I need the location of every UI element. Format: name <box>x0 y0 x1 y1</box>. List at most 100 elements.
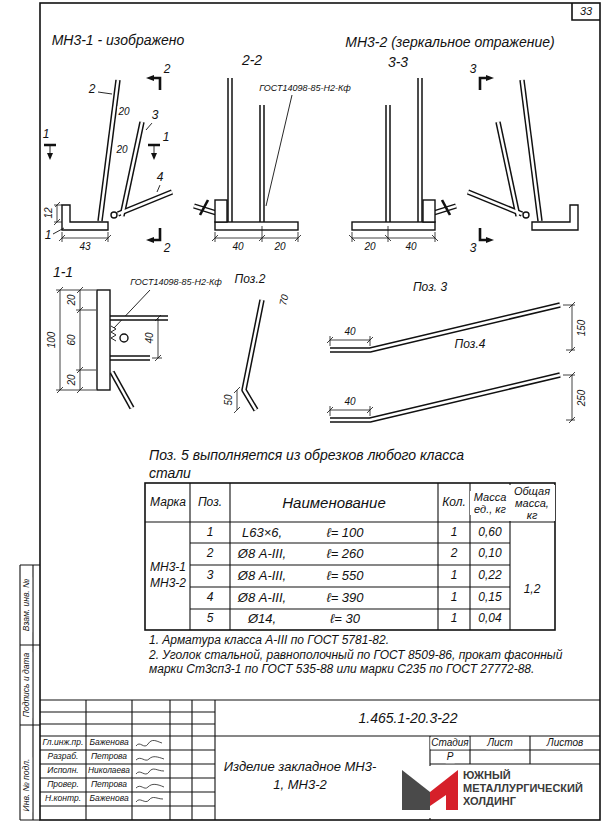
part-2 <box>244 300 262 410</box>
dimension: 20 <box>66 293 78 306</box>
weld-note: ГОСТ14098-85-Н2-Кф <box>258 83 352 93</box>
part-4 <box>330 305 560 420</box>
dimension: 100 <box>46 331 58 350</box>
part-4 <box>563 302 575 353</box>
section-mark-1 <box>151 153 157 160</box>
stamp-header: Листов <box>546 737 584 749</box>
section-mark-1 <box>44 144 160 147</box>
side-view-mn3-2 <box>468 80 578 230</box>
stamp-side: Взам. инв. № <box>22 578 32 633</box>
stamp-name: Николаева <box>87 766 131 776</box>
section-mark: 2 <box>163 63 172 77</box>
table-cell: Ø14, <box>247 612 277 627</box>
view-caption: МН3-1 - изображено <box>51 32 186 48</box>
table-cell: ℓ= 550 <box>325 569 364 584</box>
table-cell: ℓ= 100 <box>325 526 364 541</box>
stamp-side: Инв. № подл. <box>22 758 32 813</box>
section-1-1 <box>111 326 116 341</box>
table-cell: 1 <box>450 526 459 540</box>
table-cell: 3 <box>206 569 215 583</box>
dimension: 20 <box>115 144 128 156</box>
dimension: 40 <box>144 331 156 344</box>
sheet-frame <box>572 3 600 20</box>
section-title: 2-2 <box>241 52 263 68</box>
title-block <box>40 700 600 820</box>
section-mark: 3 <box>469 63 478 77</box>
dimension: 43 <box>78 241 91 253</box>
table-cell: МН3-1 <box>149 561 187 575</box>
stamp-role: Провер. <box>46 780 80 790</box>
stamp-header: Стадия <box>430 737 469 749</box>
sheet-frame <box>20 3 600 820</box>
section-mark: 1 <box>42 128 51 142</box>
callout-number: 2 <box>88 83 97 97</box>
section-mark: 3 <box>469 242 478 256</box>
section-1-1 <box>110 318 168 408</box>
table-cell: Ø8 А-III, <box>237 569 287 584</box>
dimension: 250 <box>576 389 588 408</box>
section-mark: 1 <box>162 131 171 145</box>
part-4 <box>563 372 575 423</box>
stamp-cell: Р <box>446 751 455 763</box>
dimension: 150 <box>576 319 588 338</box>
section-title: 3-3 <box>387 54 409 70</box>
table-cell: 2 <box>206 547 215 561</box>
table-cell: 1 <box>450 591 459 605</box>
table-cell: 2 <box>450 547 459 561</box>
table-cell: 0,60 <box>477 526 502 540</box>
table-cell: ℓ= 260 <box>325 547 364 562</box>
table-header: Масса ед., кг <box>470 491 510 515</box>
logo-mark <box>398 766 598 818</box>
table-cell: ℓ= 30 <box>329 612 361 627</box>
section-1-1 <box>97 290 110 390</box>
dimension: 20 <box>363 241 376 253</box>
dimension-lines <box>54 202 111 242</box>
table-cell: Ø8 А-III, <box>237 591 287 606</box>
table-cell: L63×6, <box>241 526 283 541</box>
section-1-1 <box>110 318 168 408</box>
stamp-name: Петрова <box>90 780 128 790</box>
stamp-name: Баженова <box>88 738 129 748</box>
table-cell: ℓ= 390 <box>325 591 364 606</box>
dimension: 20 <box>66 373 78 386</box>
dimension: 40 <box>231 241 244 253</box>
stamp-role: Разраб. <box>47 752 80 762</box>
section-2-2 <box>194 78 301 242</box>
leader-lines <box>53 92 292 328</box>
section-mark-3 <box>480 75 494 243</box>
stamp-name: Баженова <box>88 794 129 804</box>
table-header: Общая масса, кг <box>509 485 555 521</box>
table-header: Наименование <box>281 494 387 511</box>
part-4 <box>330 305 560 420</box>
logo-mark <box>398 766 598 818</box>
page-number: 33 <box>579 5 593 18</box>
logo-mark <box>402 770 430 810</box>
drawing-number: 1.465.1-20.3-22 <box>358 710 459 726</box>
table-cell: 4 <box>206 591 215 605</box>
table-cell: 1 <box>450 612 459 626</box>
specification-table <box>145 483 555 630</box>
callout-number: 1 <box>44 229 53 243</box>
sheet-frame <box>20 565 40 820</box>
table-cell: 0,04 <box>477 612 502 626</box>
table-cell: 0,10 <box>477 547 502 561</box>
title-block <box>40 700 600 820</box>
stamp-role: Гл.инж.пр. <box>42 738 85 748</box>
dimension: 20 <box>273 241 286 253</box>
section-1-1 <box>56 287 162 393</box>
specification-table <box>145 483 555 630</box>
dimension-lines <box>54 202 62 225</box>
stamp-name: Петрова <box>90 752 128 762</box>
dimension: 20 <box>117 106 130 118</box>
watermark: ЮЖНЫЙ МЕТАЛЛУРГИЧЕСКИЙ ХОЛДИНГ <box>462 769 598 808</box>
note: 2. Уголок стальной, равнополочный по ГОС… <box>148 648 570 676</box>
part-label: Поз.4 <box>454 338 487 352</box>
stamp-role: Исполн. <box>46 766 79 776</box>
table-cell: 1,2 <box>523 583 542 597</box>
leader-lines <box>53 92 292 328</box>
table-cell: МН3-2 <box>149 577 187 591</box>
dimension: 12 <box>43 206 55 219</box>
